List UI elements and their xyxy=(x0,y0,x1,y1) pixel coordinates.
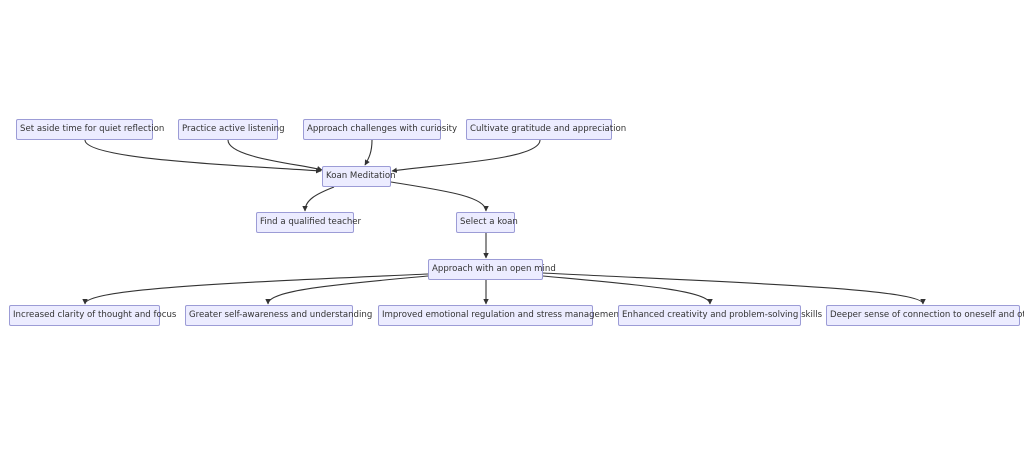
node-select-koan: Select a koan xyxy=(456,212,518,233)
edge-open-mind-to-self-awareness xyxy=(265,275,429,305)
node-challenges-curiosity: Approach challenges with curiosity xyxy=(303,119,457,140)
edge-curiosity-to-koan xyxy=(364,139,373,166)
node-gratitude: Cultivate gratitude and appreciation xyxy=(466,119,626,140)
edge-open-mind-to-clarity xyxy=(82,273,429,305)
edge-quiet-reflection-to-koan xyxy=(84,139,322,174)
edge-active-listening-to-koan xyxy=(227,139,323,172)
node-creativity: Enhanced creativity and problem-solving … xyxy=(618,305,822,326)
edge-open-mind-to-creativity xyxy=(542,275,713,305)
node-emotional-regulation: Improved emotional regulation and stress… xyxy=(378,305,622,326)
edge-koan-to-teacher xyxy=(302,186,335,212)
node-active-listening: Practice active listening xyxy=(178,119,285,140)
node-open-mind: Approach with an open mind xyxy=(428,259,556,280)
node-connection: Deeper sense of connection to oneself an… xyxy=(826,305,1024,326)
edge-koan-to-select xyxy=(390,181,489,212)
edge-gratitude-to-koan xyxy=(391,139,541,174)
edge-open-mind-to-connection xyxy=(542,272,926,305)
node-clarity: Increased clarity of thought and focus xyxy=(9,305,176,326)
node-koan-meditation: Koan Meditation xyxy=(322,166,396,187)
node-quiet-reflection: Set aside time for quiet reflection xyxy=(16,119,164,140)
node-self-awareness: Greater self-awareness and understanding xyxy=(185,305,372,326)
node-qualified-teacher: Find a qualified teacher xyxy=(256,212,361,233)
